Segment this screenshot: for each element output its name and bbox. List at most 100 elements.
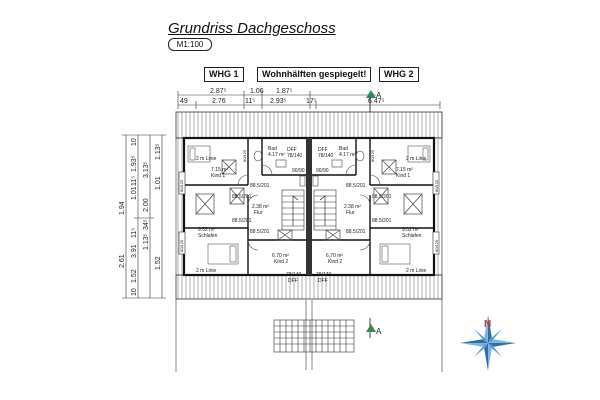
dim-top-9: 6.47⁵ xyxy=(368,98,385,105)
dimension-labels-left: 2.61 1.94 10 1.52 3.91 11⁵ 1.01 11⁵ 1.93… xyxy=(119,138,162,296)
dim-top-8: 17⁵ xyxy=(306,98,317,105)
room-flur-name: Flur xyxy=(346,210,355,216)
dim-left-mid-3: 3.91 xyxy=(131,244,138,258)
side-window-1: 80/125 xyxy=(179,179,184,192)
side-window-3: 80/125 xyxy=(370,149,375,162)
dim-top-4: 49 xyxy=(180,98,188,105)
dim-left-inner-1: 3.13⁵ xyxy=(143,161,150,178)
room-schlafen-area: 9.02 m² xyxy=(402,227,419,233)
dff-top-size: 78/140 xyxy=(318,153,334,159)
dim-top-7: 2.93⁵ xyxy=(270,98,287,105)
dimension-lines-left xyxy=(122,134,166,299)
room-flur-name: Flur xyxy=(254,210,263,216)
side-window-2: 80/125 xyxy=(434,239,439,252)
compass-north-label: N xyxy=(484,319,491,330)
roof-hatch-left xyxy=(175,137,185,276)
bath-fixtures xyxy=(253,150,365,187)
dim-left-inner-3: 2.00 xyxy=(143,198,150,212)
dim-top-3: 1.87⁵ xyxy=(276,88,293,95)
dim-left-mid-1: 10 xyxy=(131,288,138,296)
stair-size-label: 90/90 xyxy=(316,168,329,174)
roof-hatch-right xyxy=(433,137,443,276)
door-label-1: 88.5/201 xyxy=(250,183,270,189)
room-schlafen-area: 9.52 m² xyxy=(198,227,215,233)
mirrored-note-tag: Wohnhälften gespiegelt! xyxy=(257,67,372,82)
section-label-bottom: A xyxy=(376,327,382,336)
room-labels-right: Bad 4.17 m² DFF 78/140 7.15 m² Kind 1 2.… xyxy=(316,146,439,284)
room-kind2-area: 6.70 m² xyxy=(326,253,343,259)
dff-top-size: 78/140 xyxy=(287,153,303,159)
roof-windows xyxy=(195,159,423,241)
dim-left-mid-7: 1.93⁵ xyxy=(131,155,138,172)
dimension-labels-top: 2.87⁵ 1.06 1.87⁵ 49 2.76 11⁵ 2.93⁵ 17⁵ 6… xyxy=(180,88,385,105)
section-marker-top: A xyxy=(366,90,382,112)
room-flur-area: 2.38 m² xyxy=(252,204,269,210)
room-kind1-area: 7.15 m² xyxy=(211,167,228,173)
dim-left-outer-2: 1.94 xyxy=(119,201,126,215)
dim-left-inner-4: 1.13⁵ xyxy=(143,233,150,250)
room-flur-area: 2.38 m² xyxy=(344,204,361,210)
dim-left-mid-4: 11⁵ xyxy=(131,228,138,238)
dff-bottom-size: 78/140 xyxy=(316,272,332,278)
dim-left-mid-5: 1.01 xyxy=(131,186,138,200)
dim-left-mid-2: 1.52 xyxy=(131,269,138,283)
section-marker-bottom: A xyxy=(366,318,382,338)
door-label-3: 88.5/201 xyxy=(372,218,392,224)
beds xyxy=(187,145,431,265)
terrace-steps xyxy=(175,299,443,372)
door-label-2: 88.5/201 xyxy=(232,194,252,200)
room-bad-name: Bad xyxy=(268,146,277,152)
room-kind1-name: Kind 1 xyxy=(396,173,410,179)
dim-top-1: 2.87⁵ xyxy=(210,88,227,95)
door-label-4: 88.5/201 xyxy=(346,229,366,235)
door-label-3: 88.5/201 xyxy=(232,218,252,224)
window-label-2: 2 m Linie xyxy=(196,268,217,274)
stair-right xyxy=(313,189,337,231)
compass-rose-icon: N xyxy=(460,315,516,371)
dim-top-6: 11⁵ xyxy=(245,98,255,105)
side-window-1: 80/125 xyxy=(434,179,439,192)
dff-bottom-label: DFF xyxy=(318,278,328,284)
dff-bottom-label: DFF xyxy=(288,278,298,284)
room-kind2-name: Kind 2 xyxy=(274,259,288,265)
dim-left-inner-2: 34⁵ xyxy=(143,219,150,230)
room-kind1-area: 7.15 m² xyxy=(396,167,413,173)
scale-badge: M1:100 xyxy=(168,38,212,51)
door-label-1: 88.5/201 xyxy=(346,183,366,189)
drawing-title: Grundriss Dachgeschoss xyxy=(168,20,336,37)
window-label-2: 2 m Linie xyxy=(406,268,427,274)
room-schlafen-name: Schlafen xyxy=(198,233,218,239)
dim-left-right-2: 1.01 xyxy=(155,176,162,190)
room-bad-area: 4.17 m² xyxy=(339,152,356,158)
roof-hatch-bottom xyxy=(175,274,443,300)
dim-left-mid-6: 11⁵ xyxy=(131,176,138,186)
apartment-tag-whg1: WHG 1 xyxy=(204,67,244,82)
room-bad-name: Bad xyxy=(339,146,348,152)
dff-top-label: DFF xyxy=(318,147,328,153)
room-schlafen-name: Schlafen xyxy=(402,233,422,239)
dim-left-right-1: 1.52 xyxy=(155,256,162,270)
door-label-4: 88.5/201 xyxy=(250,229,270,235)
dim-left-outer-1: 2.61 xyxy=(119,254,126,268)
room-kind1-name: Kind 1 xyxy=(211,173,225,179)
side-window-2: 80/125 xyxy=(179,239,184,252)
stair-size-label: 90/90 xyxy=(292,168,305,174)
room-labels-left: Bad 4.17 m² DFF 78/140 7.15 m² Kind 1 2.… xyxy=(179,146,305,284)
window-label-1: 2 m Linie xyxy=(196,156,217,162)
room-kind2-name: Kind 2 xyxy=(328,259,342,265)
interior-walls-right xyxy=(312,138,434,275)
roof-hatch-top xyxy=(175,111,443,139)
door-label-2: 88.5/201 xyxy=(372,194,392,200)
room-bad-area: 4.17 m² xyxy=(268,152,285,158)
dff-bottom-size: 78/140 xyxy=(286,272,302,278)
stair-left xyxy=(281,189,305,231)
dimension-lines-top xyxy=(177,91,441,109)
window-label-1: 2 m Linie xyxy=(406,156,427,162)
dim-left-mid-8: 10 xyxy=(131,138,138,146)
dff-top-label: DFF xyxy=(287,147,297,153)
dim-top-5: 2.76 xyxy=(212,98,226,105)
party-wall xyxy=(306,138,312,275)
dim-left-right-3: 1.13⁵ xyxy=(155,143,162,160)
side-windows xyxy=(178,171,440,255)
